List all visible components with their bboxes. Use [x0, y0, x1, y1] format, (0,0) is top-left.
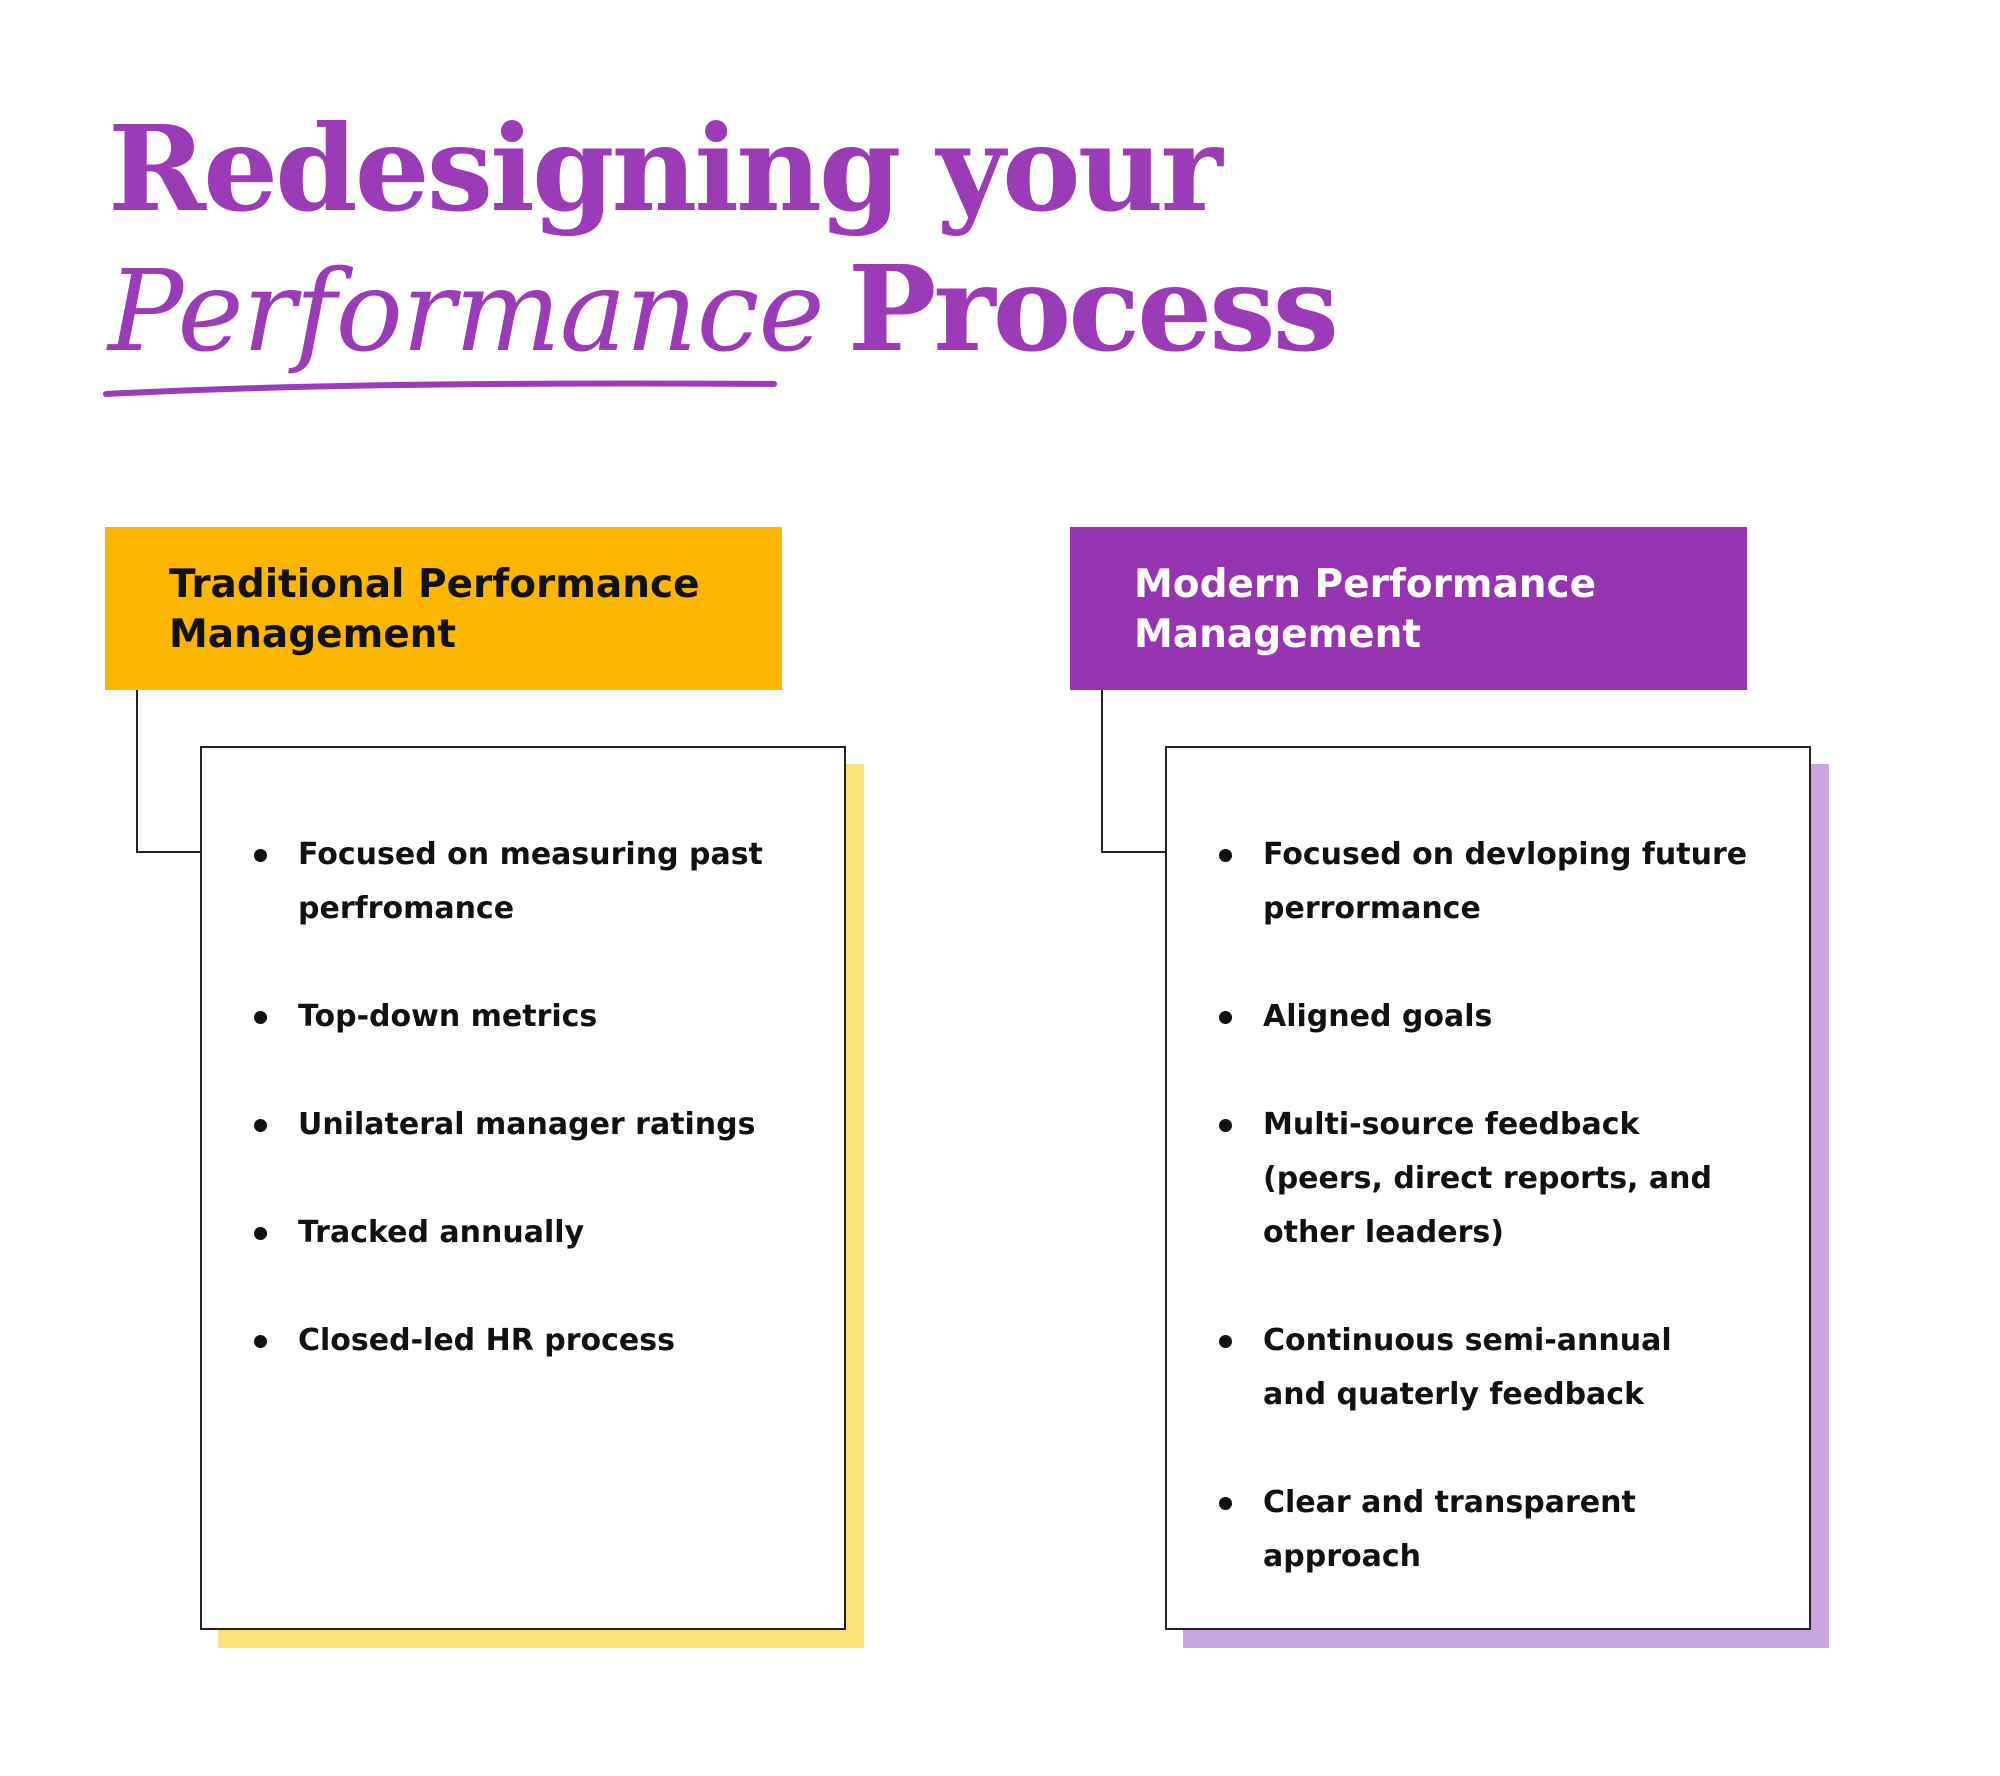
list-item-text: Continuous semi-annual: [1263, 1323, 1672, 1358]
bullet-icon: [1219, 1011, 1232, 1024]
list-item-text: and quaterly feedback: [1263, 1377, 1645, 1412]
bullet-icon: [254, 1335, 267, 1348]
modern-header: Modern Performance Management: [1070, 527, 1747, 690]
list-item-text: Unilateral manager ratings: [298, 1107, 756, 1142]
list-item-text: (peers, direct reports, and: [1263, 1161, 1712, 1196]
title-script-text: Performance: [108, 247, 825, 377]
list-item-text: Focused on measuring past: [298, 837, 763, 872]
list-item-text: Aligned goals: [1263, 999, 1493, 1034]
bullet-icon: [1219, 1497, 1232, 1510]
list-item-text: approach: [1263, 1539, 1421, 1574]
modern-card: Focused on devloping future perrormance …: [1165, 746, 1811, 1630]
traditional-header-line-2: Management: [169, 612, 457, 657]
traditional-header: Traditional Performance Management: [105, 527, 782, 690]
underline-stroke: [103, 380, 777, 397]
list-item: Unilateral manager ratings: [254, 1098, 818, 1152]
modern-connector: [1101, 690, 1165, 853]
list-item: Focused on devloping future perrormance: [1219, 828, 1783, 936]
list-item-text: perrormance: [1263, 891, 1481, 926]
list-item-text: Closed-led HR process: [298, 1323, 675, 1358]
list-item-text: Multi-source feedback: [1263, 1107, 1640, 1142]
traditional-connector: [136, 690, 200, 853]
title-line-2-rest: Process: [847, 239, 1339, 378]
bullet-icon: [1219, 1335, 1232, 1348]
bullet-icon: [1219, 1119, 1232, 1132]
bullet-icon: [254, 1011, 267, 1024]
list-item-text: other leaders): [1263, 1215, 1504, 1250]
list-item: Continuous semi-annual and quaterly feed…: [1219, 1314, 1783, 1422]
list-item-text: Focused on devloping future: [1263, 837, 1748, 872]
list-item: Clear and transparent approach: [1219, 1476, 1783, 1584]
title-line-2: Performance Process: [103, 250, 1339, 397]
list-item: Top-down metrics: [254, 990, 818, 1044]
traditional-card: Focused on measuring past perfromance To…: [200, 746, 846, 1630]
modern-header-line-2: Management: [1134, 612, 1422, 657]
traditional-header-line-1: Traditional Performance: [169, 562, 700, 607]
list-item: Tracked annually: [254, 1206, 818, 1260]
list-item: Multi-source feedback (peers, direct rep…: [1219, 1098, 1783, 1260]
bullet-icon: [254, 1119, 267, 1132]
title-line-1: Redesigning your: [108, 99, 1223, 238]
list-item: Focused on measuring past perfromance: [254, 828, 818, 936]
bullet-icon: [254, 849, 267, 862]
list-item-text: perfromance: [298, 891, 515, 926]
modern-header-line-1: Modern Performance: [1134, 562, 1597, 607]
title-script-word: Performance: [103, 256, 825, 397]
list-item-text: Tracked annually: [298, 1215, 585, 1250]
list-item: Closed-led HR process: [254, 1314, 818, 1368]
bullet-icon: [1219, 849, 1232, 862]
bullet-icon: [254, 1227, 267, 1240]
list-item-text: Clear and transparent: [1263, 1485, 1636, 1520]
list-item-text: Top-down metrics: [298, 999, 598, 1034]
list-item: Aligned goals: [1219, 990, 1783, 1044]
